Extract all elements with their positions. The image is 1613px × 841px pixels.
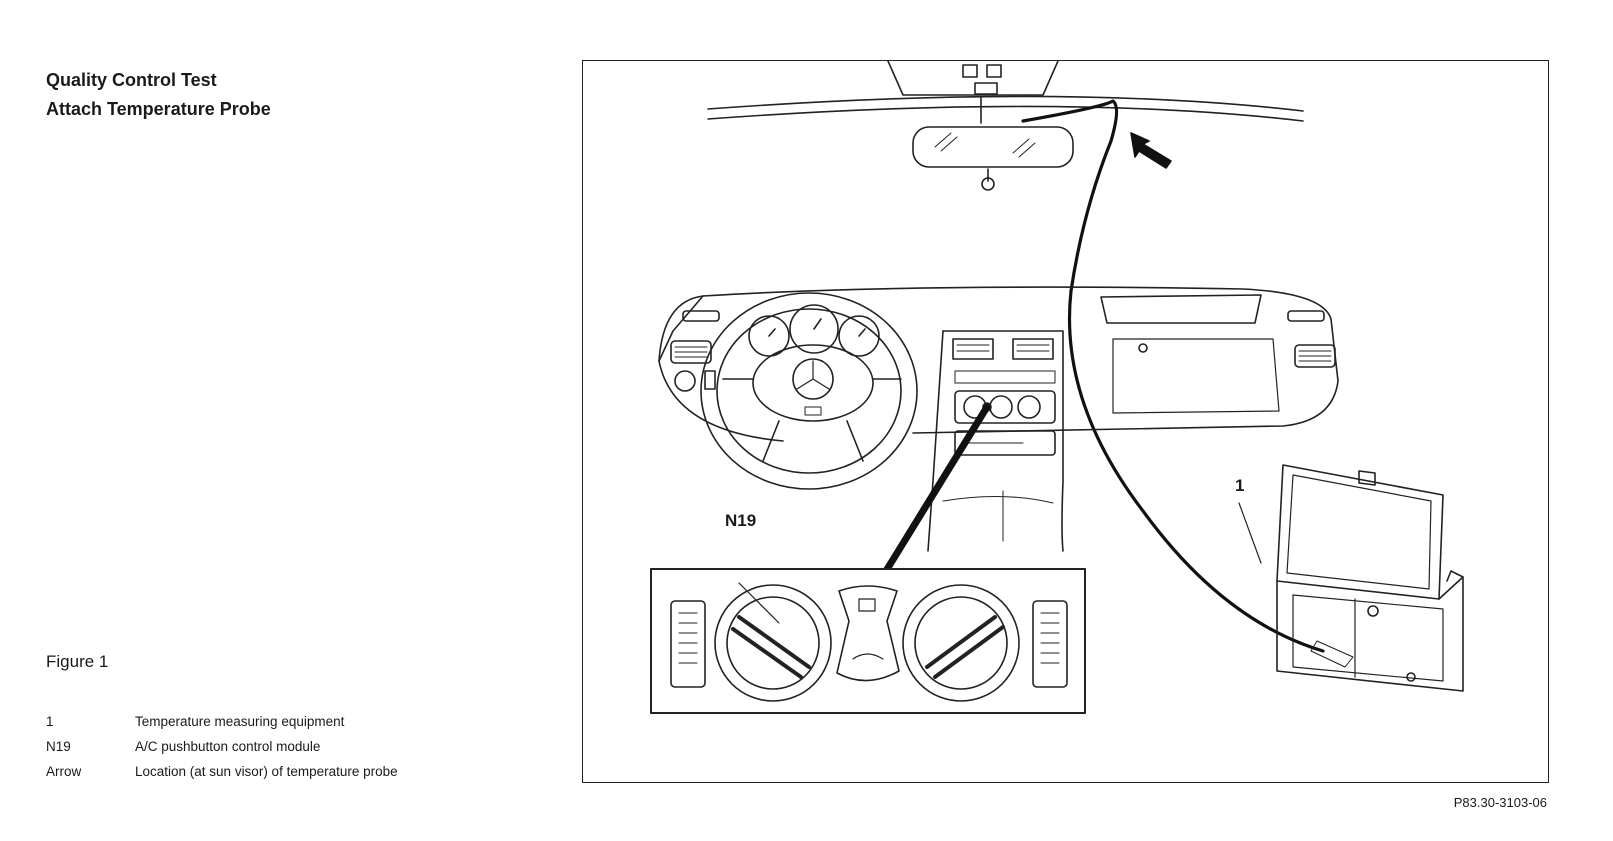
n19-pointer-line [882, 403, 991, 575]
title-line-1: Quality Control Test [46, 70, 217, 90]
page-title: Quality Control Test Attach Temperature … [46, 66, 271, 124]
callout-equipment: 1 [1235, 476, 1245, 495]
probe-cable [1021, 99, 1325, 653]
legend-description: Location (at sun visor) of temperature p… [135, 764, 398, 779]
rear-view-mirror [912, 96, 1074, 191]
legend-key: N19 [46, 739, 71, 754]
legend-key: 1 [46, 714, 54, 729]
figure-frame: 1 N19 [582, 60, 1549, 783]
windshield-header [707, 61, 1304, 122]
legend-row: N19 A/C pushbutton control module [46, 734, 398, 759]
legend-description: A/C pushbutton control module [135, 739, 321, 754]
dashboard [658, 286, 1339, 552]
temperature-measuring-equipment [1238, 464, 1464, 692]
steering-wheel [700, 292, 918, 490]
legend: 1 Temperature measuring equipment N19 A/… [46, 709, 398, 784]
dashboard-illustration [650, 61, 1464, 714]
n19-inset-panel [650, 568, 1086, 714]
figure-reference-code: P83.30-3103-06 [1453, 795, 1547, 810]
figure-label: Figure 1 [46, 652, 109, 671]
probe-location-arrow [1130, 132, 1172, 169]
legend-row: 1 Temperature measuring equipment [46, 709, 398, 734]
legend-row: Arrow Location (at sun visor) of tempera… [46, 759, 398, 784]
title-line-2: Attach Temperature Probe [46, 99, 271, 119]
callout-n19: N19 [725, 511, 757, 530]
legend-description: Temperature measuring equipment [135, 714, 345, 729]
legend-key: Arrow [46, 764, 82, 779]
